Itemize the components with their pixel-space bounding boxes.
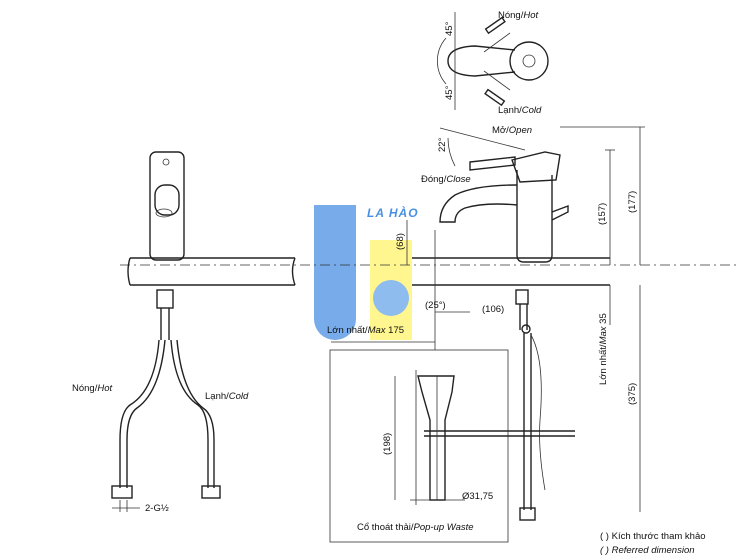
- thread-label: 2-G½: [145, 503, 169, 514]
- diameter-label: Ø31,75: [462, 491, 494, 502]
- max-35-label: Lớn nhất/Max 35: [598, 313, 609, 385]
- faucet-front-view: [111, 151, 221, 512]
- angle-45-bottom: 45°: [444, 85, 455, 100]
- close-label: Đóng/Close: [421, 174, 471, 185]
- angle-25-label: (25°): [425, 300, 446, 311]
- popup-waste-box: [329, 349, 575, 543]
- cold-top-label: Lạnh/Cold: [498, 105, 542, 116]
- dim-198: (198): [382, 432, 393, 455]
- watermark-text: LA HÀO: [367, 206, 419, 220]
- popup-waste-label: Cổ thoát thải/Pop-up Waste: [357, 522, 474, 533]
- dim-177: (177): [627, 190, 638, 213]
- dim-68: (68): [395, 233, 406, 250]
- max-175-label: Lớn nhất/Max 175: [327, 325, 405, 336]
- angle-22-label: 22°: [437, 137, 448, 152]
- note-vi: ( ) Kích thước tham khảo: [600, 531, 706, 542]
- open-label: Mở/Open: [492, 125, 533, 136]
- la-hao-watermark-logo: [314, 205, 412, 340]
- dim-106: (106): [482, 304, 505, 315]
- note-en: ( ) Referred dimension: [600, 545, 695, 556]
- dimension-lines: [331, 126, 645, 512]
- dim-157: (157): [597, 202, 608, 225]
- handle-top-view: [437, 12, 549, 110]
- faucet-side-view: [439, 127, 569, 521]
- hot-side-label: Nóng/Hot: [72, 383, 113, 394]
- cold-side-label: Lạnh/Cold: [205, 391, 249, 402]
- hot-top-label: Nóng/Hot: [498, 10, 539, 21]
- dim-375: (375): [627, 382, 638, 405]
- angle-45-top: 45°: [444, 21, 455, 36]
